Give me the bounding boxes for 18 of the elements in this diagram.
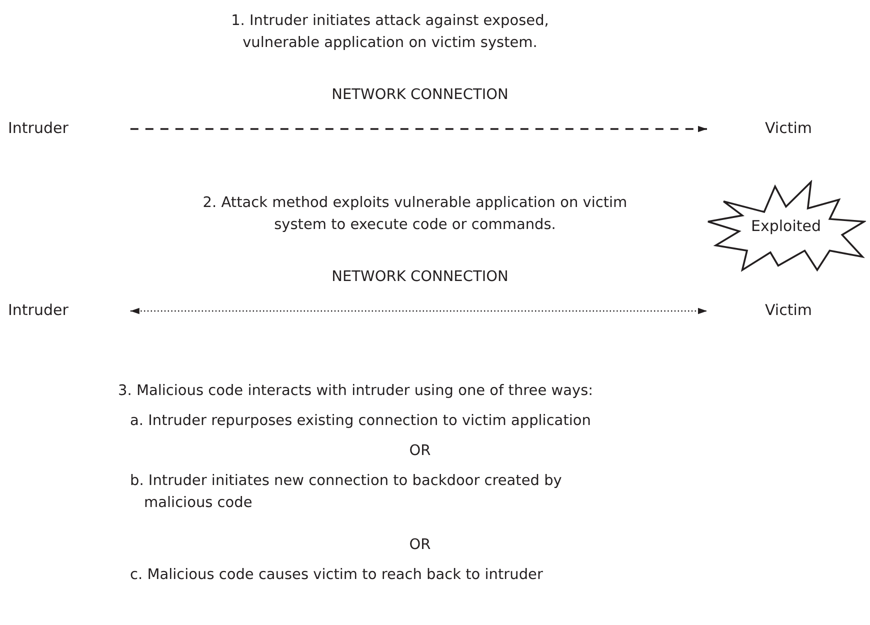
annotation-text: 2. Attack method exploits vulnerable application on victim system to execute code or commands. bbox=[202, 194, 628, 235]
host-label: Victim bbox=[765, 300, 812, 320]
annotation-text: OR bbox=[408, 442, 432, 461]
annotation-text: NETWORK CONNECTION bbox=[330, 268, 510, 287]
arrow bbox=[130, 308, 707, 314]
annotation-text: 3. Malicious code interacts with intruder using one of three ways: bbox=[118, 382, 594, 401]
host-label: Intruder bbox=[8, 300, 68, 320]
burst-label: Exploited bbox=[750, 217, 822, 235]
annotation-text: 1. Intruder initiates attack against exposed, vulnerable application on victim system. bbox=[230, 12, 550, 53]
starburst-shape bbox=[706, 180, 866, 272]
annotation-text: OR bbox=[408, 536, 432, 555]
arrow bbox=[130, 126, 707, 132]
annotation-text: c. Malicious code causes victim to reach back to intruder bbox=[130, 566, 544, 585]
annotation-text: a. Intruder repurposes existing connection to victim application bbox=[130, 412, 592, 431]
annotation-text: b. Intruder initiates new connection to backdoor created by malicious code bbox=[130, 472, 563, 513]
host-label: Victim bbox=[765, 118, 812, 138]
host-label: Intruder bbox=[8, 118, 68, 138]
annotation-text: NETWORK CONNECTION bbox=[330, 86, 510, 105]
